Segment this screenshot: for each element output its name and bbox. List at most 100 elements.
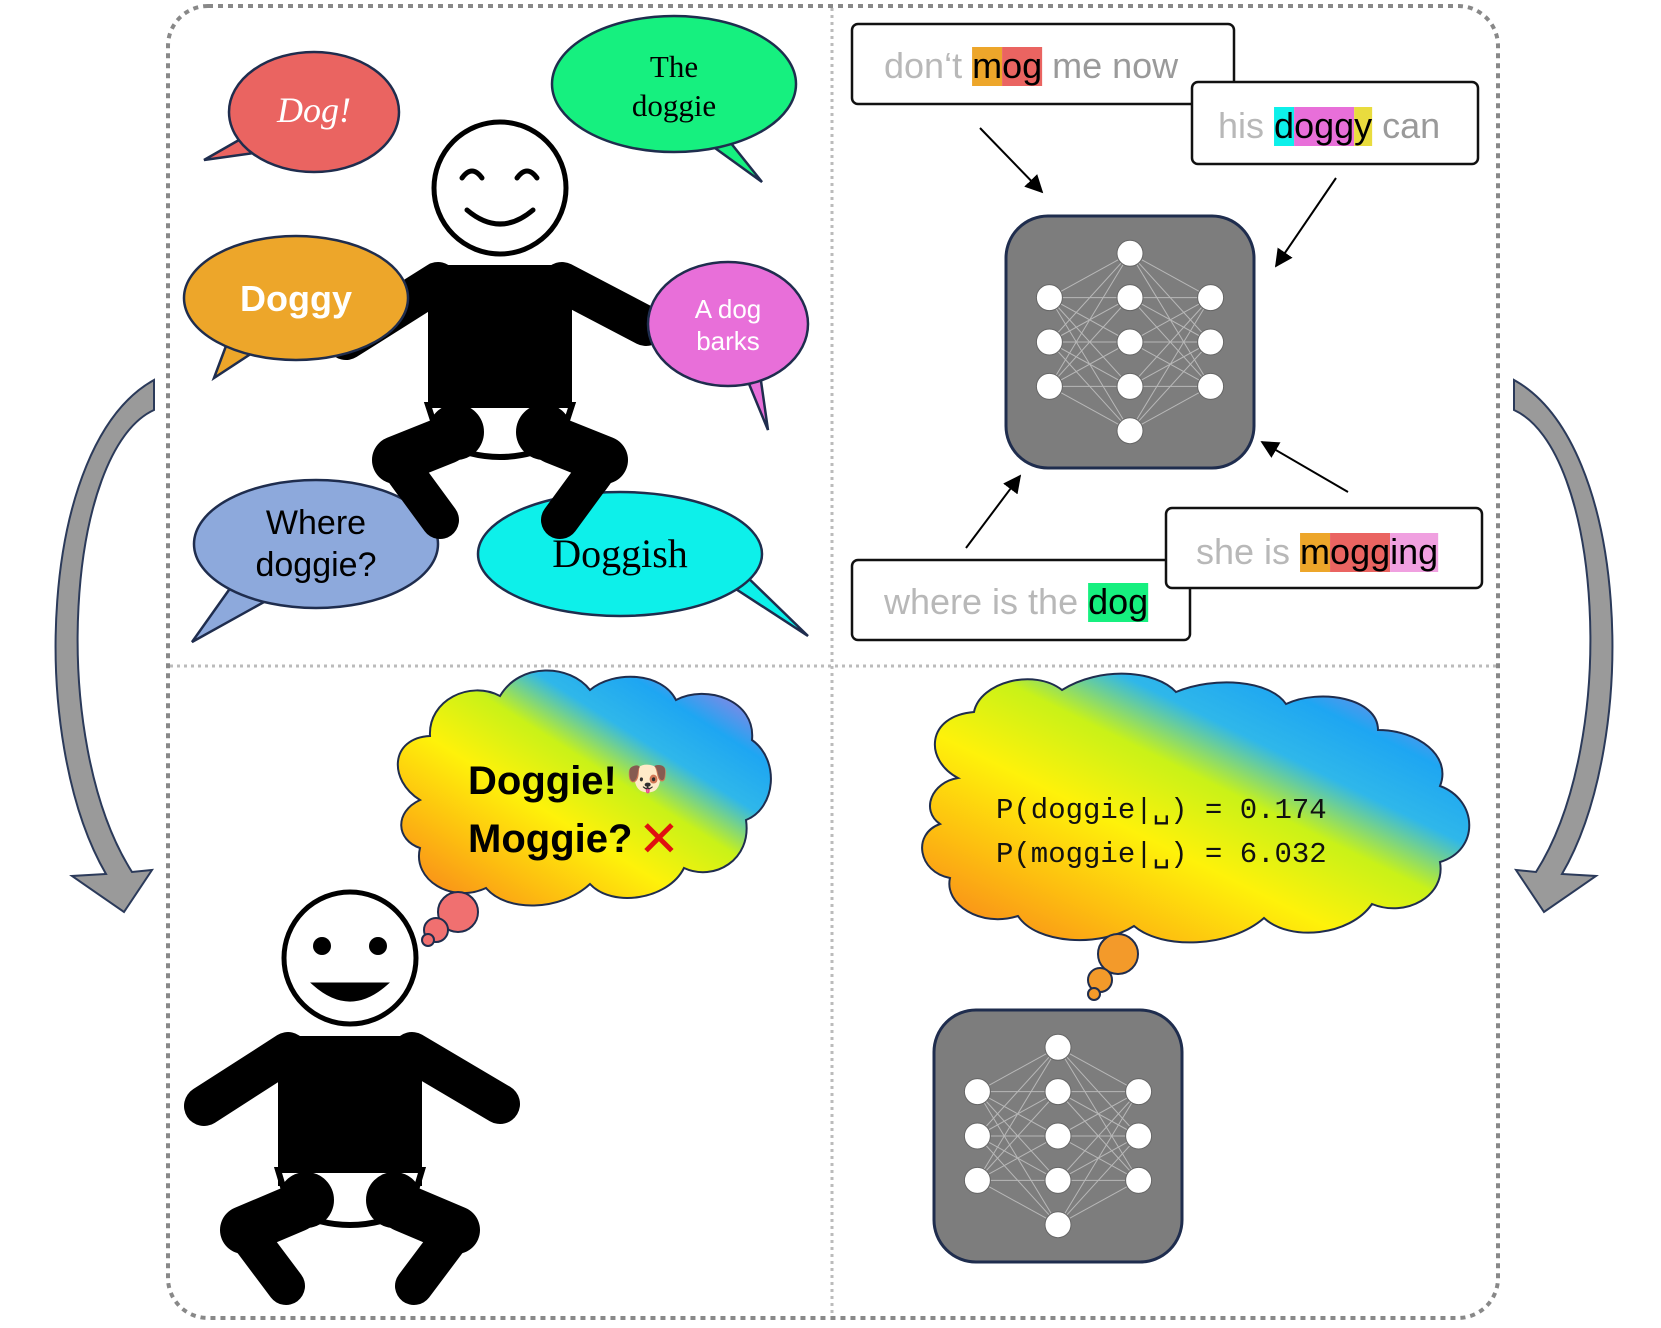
outer-frame xyxy=(166,4,1500,1320)
subword-highlight xyxy=(1300,533,1331,572)
network-node xyxy=(1197,372,1225,400)
network-edge xyxy=(1129,297,1211,343)
network-edge xyxy=(1129,297,1211,387)
network-edge xyxy=(1057,1135,1139,1226)
network-node xyxy=(1197,284,1225,312)
subword-highlight xyxy=(1294,107,1355,146)
network-edge xyxy=(1129,297,1212,431)
subword-highlight xyxy=(1354,107,1373,146)
network-node xyxy=(1125,1078,1153,1106)
bubble-text-line2: doggie xyxy=(632,88,716,123)
highlighted-subword: m xyxy=(972,45,1002,86)
child-thought-cloud: Doggie! 🐶 Moggie? ✕ xyxy=(396,669,772,947)
input-arrow xyxy=(1260,441,1349,493)
network-edge xyxy=(977,1179,1059,1226)
highlighted-subword: ogg xyxy=(1330,531,1390,572)
corpus-box-1: don‘t mog me now xyxy=(850,22,1236,106)
context-text: can xyxy=(1372,105,1440,146)
bubble-text-line2: barks xyxy=(696,326,760,356)
network-edge xyxy=(1129,252,1211,299)
bubble-text: Dog! xyxy=(276,90,351,130)
bubble-text-line2: doggie? xyxy=(255,546,376,584)
network-edge xyxy=(976,1047,1059,1181)
highlighted-subword: og xyxy=(1002,45,1042,86)
red-cross-icon: ✕ xyxy=(638,811,680,867)
network-node xyxy=(1035,372,1063,400)
corpus-text: his doggy can xyxy=(1218,105,1440,146)
highlighted-subword: m xyxy=(1300,531,1330,572)
subword-highlight xyxy=(1274,107,1295,146)
network-node xyxy=(1116,328,1144,356)
thought-line-2: Moggie? xyxy=(468,817,632,861)
model-thought-cloud: P(doggie|␣) = 0.174 P(moggie|␣) = 6.032 xyxy=(921,672,1471,1001)
network-edge xyxy=(1049,385,1131,432)
bubble-text-line1: A dog xyxy=(695,294,762,324)
neural-network-icon xyxy=(1004,214,1256,470)
network-edge xyxy=(1129,385,1211,432)
network-edge xyxy=(1057,1046,1139,1093)
network-node xyxy=(1125,1166,1153,1194)
corpus-box-4: she is mogging xyxy=(1164,506,1484,590)
subword-highlight xyxy=(1330,533,1391,572)
network-node xyxy=(963,1078,991,1106)
bubble-text-line1: Where xyxy=(266,504,366,542)
network-edge xyxy=(1057,1091,1140,1225)
network-node xyxy=(1044,1211,1072,1239)
corpus-text: don‘t mog me now xyxy=(884,45,1179,86)
bubble-text: Doggish xyxy=(552,531,688,576)
network-node xyxy=(1044,1033,1072,1061)
speech-bubble-the-doggie: The doggie xyxy=(550,14,798,184)
context-text: his xyxy=(1218,105,1274,146)
curved-arrow-icon xyxy=(54,378,155,914)
network-edge xyxy=(1049,252,1131,343)
context-text: where is the xyxy=(883,581,1088,622)
speech-bubble-dog: Dog! xyxy=(203,50,401,174)
network-edge xyxy=(977,1135,1059,1181)
network-node xyxy=(1116,372,1144,400)
speech-bubble-doggy: Doggy xyxy=(182,234,410,382)
probability-doggie: P(doggie|␣) = 0.174 xyxy=(996,794,1327,827)
speech-bubble-where-doggie: Where doggie? xyxy=(190,478,440,644)
network-edge xyxy=(1048,253,1131,387)
curved-arrow-icon xyxy=(1513,378,1614,914)
neural-network-icon xyxy=(932,1008,1184,1264)
network-node xyxy=(1035,284,1063,312)
corpus-text: where is the dog xyxy=(883,581,1148,622)
network-edge xyxy=(1129,341,1211,432)
highlighted-subword: ing xyxy=(1390,531,1438,572)
network-edge xyxy=(1049,341,1131,387)
network-node xyxy=(1116,417,1144,445)
subword-highlight xyxy=(1390,533,1439,572)
network-edge xyxy=(1057,1091,1139,1181)
highlighted-subword: ogg xyxy=(1294,105,1354,146)
network-node xyxy=(963,1122,991,1150)
network-edge xyxy=(1049,297,1131,387)
network-node xyxy=(1044,1078,1072,1106)
context-text: don‘t xyxy=(884,45,972,86)
network-edge xyxy=(977,1046,1059,1093)
context-text: she is xyxy=(1196,531,1300,572)
network-edge xyxy=(1049,252,1131,299)
context-text: me now xyxy=(1042,45,1179,86)
child-figure-icon xyxy=(184,889,520,1305)
highlighted-subword: d xyxy=(1274,105,1294,146)
network-node xyxy=(1044,1166,1072,1194)
network-node xyxy=(1044,1122,1072,1150)
network-node xyxy=(1035,328,1063,356)
network-edge xyxy=(1057,1091,1139,1137)
child-foot-overlap xyxy=(541,441,623,539)
speech-bubble-doggish: Doggish xyxy=(476,490,809,638)
probability-moggie: P(moggie|␣) = 6.032 xyxy=(996,838,1327,871)
child-foot-overlap-left xyxy=(377,441,459,539)
thought-line-1: Doggie! xyxy=(468,759,617,803)
input-arrow xyxy=(965,474,1022,549)
network-node xyxy=(1125,1122,1153,1150)
network-node xyxy=(1116,239,1144,267)
network-edge xyxy=(977,1046,1059,1137)
network-node xyxy=(963,1166,991,1194)
subword-highlight xyxy=(972,47,1003,86)
bubble-text: Doggy xyxy=(240,278,352,319)
subword-highlight xyxy=(1088,583,1149,622)
input-arrow xyxy=(1274,177,1337,268)
